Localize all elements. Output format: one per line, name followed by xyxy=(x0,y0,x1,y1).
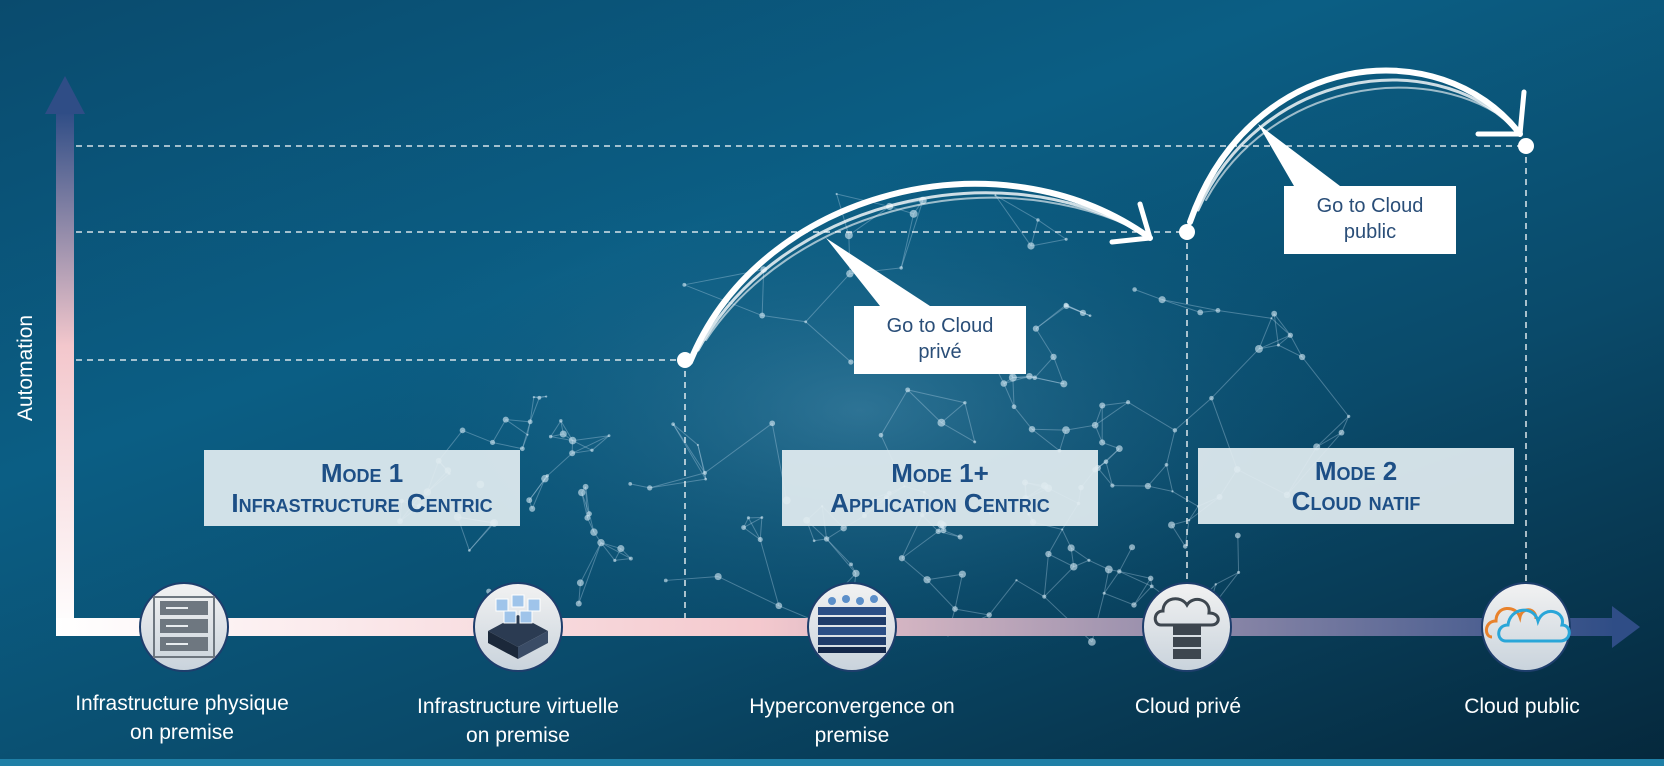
mode-1-plus-subtitle: Application Centric xyxy=(830,488,1050,518)
stage-label-cloud-prive: Cloud privé xyxy=(1058,692,1318,721)
milestone-dots xyxy=(677,138,1534,368)
stage-physique-line2: on premise xyxy=(130,721,234,744)
mode-2-box: Mode 2 Cloud natif xyxy=(1198,448,1514,524)
cloud-outline-icon xyxy=(1481,582,1571,672)
dashed-guides xyxy=(76,145,1527,625)
y-axis-label: Automation xyxy=(14,314,37,422)
mode-1-box: Mode 1 Infrastructure Centric xyxy=(204,450,520,526)
mode-1-subtitle: Infrastructure Centric xyxy=(231,488,493,518)
stage-hci-line1: Hyperconvergence on xyxy=(749,695,955,718)
stage-virtuelle-line2: on premise xyxy=(466,724,570,747)
mode-1-plus-title: Mode 1+ xyxy=(891,458,989,488)
stage-label-cloud-public: Cloud public xyxy=(1392,692,1652,721)
stage-cloud-public-line1: Cloud public xyxy=(1464,695,1580,718)
callout-pointer-public xyxy=(1258,124,1340,186)
y-axis-arrow xyxy=(45,76,85,632)
stage-label-hyperconvergence: Hyperconvergence on premise xyxy=(722,692,982,750)
stage-physique-line1: Infrastructure physique xyxy=(75,692,289,715)
mode-1-title: Mode 1 xyxy=(320,458,404,488)
bottom-accent-bar xyxy=(0,759,1664,766)
callout-public-line1: Go to Cloud xyxy=(1316,195,1424,217)
mode-1-plus-box: Mode 1+ Application Centric xyxy=(782,450,1098,526)
arc-arrow-to-public xyxy=(1187,67,1527,225)
vm-cubes-icon xyxy=(473,582,563,672)
server-rack-icon xyxy=(139,582,229,672)
callout-prive-line1: Go to Cloud xyxy=(886,315,994,337)
cloud-server-icon xyxy=(1142,582,1232,672)
mode-2-subtitle: Cloud natif xyxy=(1291,486,1421,516)
callout-public-line2: public xyxy=(1343,221,1397,243)
callout-go-to-cloud-prive: Go to Cloud privé xyxy=(854,306,1026,374)
mode-2-title: Mode 2 xyxy=(1314,456,1398,486)
callout-prive-line2: privé xyxy=(918,341,962,363)
stage-label-physique: Infrastructure physique on premise xyxy=(52,689,312,747)
stage-label-virtuelle: Infrastructure virtuelle on premise xyxy=(388,692,648,750)
callout-go-to-cloud-public: Go to Cloud public xyxy=(1284,186,1456,254)
callout-pointer-private xyxy=(826,238,930,306)
stage-virtuelle-line1: Infrastructure virtuelle xyxy=(417,695,619,718)
hci-stack-icon xyxy=(807,582,897,672)
stage-cloud-prive-line1: Cloud privé xyxy=(1134,695,1242,718)
arc-arrow-to-private xyxy=(687,181,1153,365)
stage-hci-line2: premise xyxy=(814,724,890,747)
